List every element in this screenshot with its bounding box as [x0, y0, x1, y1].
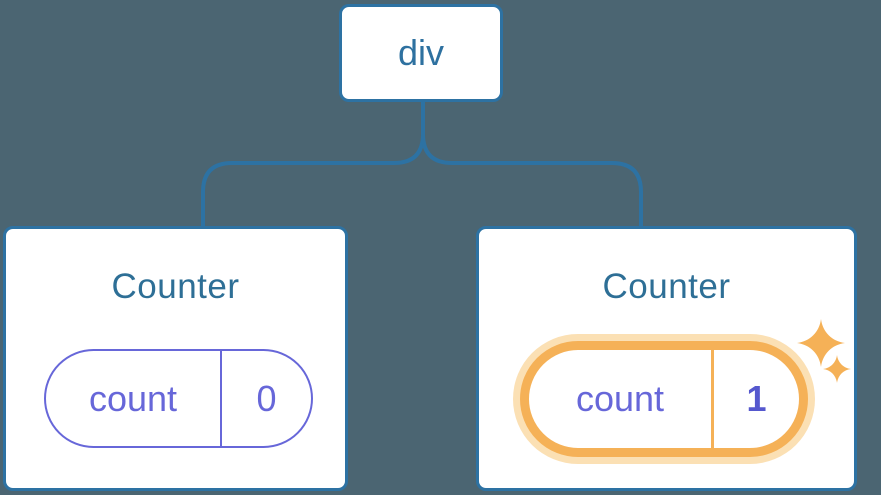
- counter-card-right-title: Counter: [602, 267, 731, 306]
- counter-card-right: Counter count 1: [476, 226, 857, 491]
- root-node-div: div: [339, 4, 503, 102]
- state-pill-count-0: count 0: [44, 349, 313, 448]
- counter-card-left-title: Counter: [111, 267, 240, 306]
- state-key-label: count: [46, 351, 222, 446]
- connector-left-branch: [201, 102, 425, 226]
- state-value: 0: [256, 377, 277, 419]
- state-key-label: count: [529, 350, 714, 448]
- state-value: 1: [746, 378, 767, 419]
- root-node-label: div: [397, 32, 445, 73]
- sparkle-icon-small: [823, 355, 851, 383]
- sparkle-icon-large: [797, 319, 845, 367]
- counter-card-left: Counter count 0: [3, 226, 348, 491]
- connector-right-branch: [421, 102, 643, 226]
- state-pill-count-1-highlighted: count 1: [520, 341, 808, 457]
